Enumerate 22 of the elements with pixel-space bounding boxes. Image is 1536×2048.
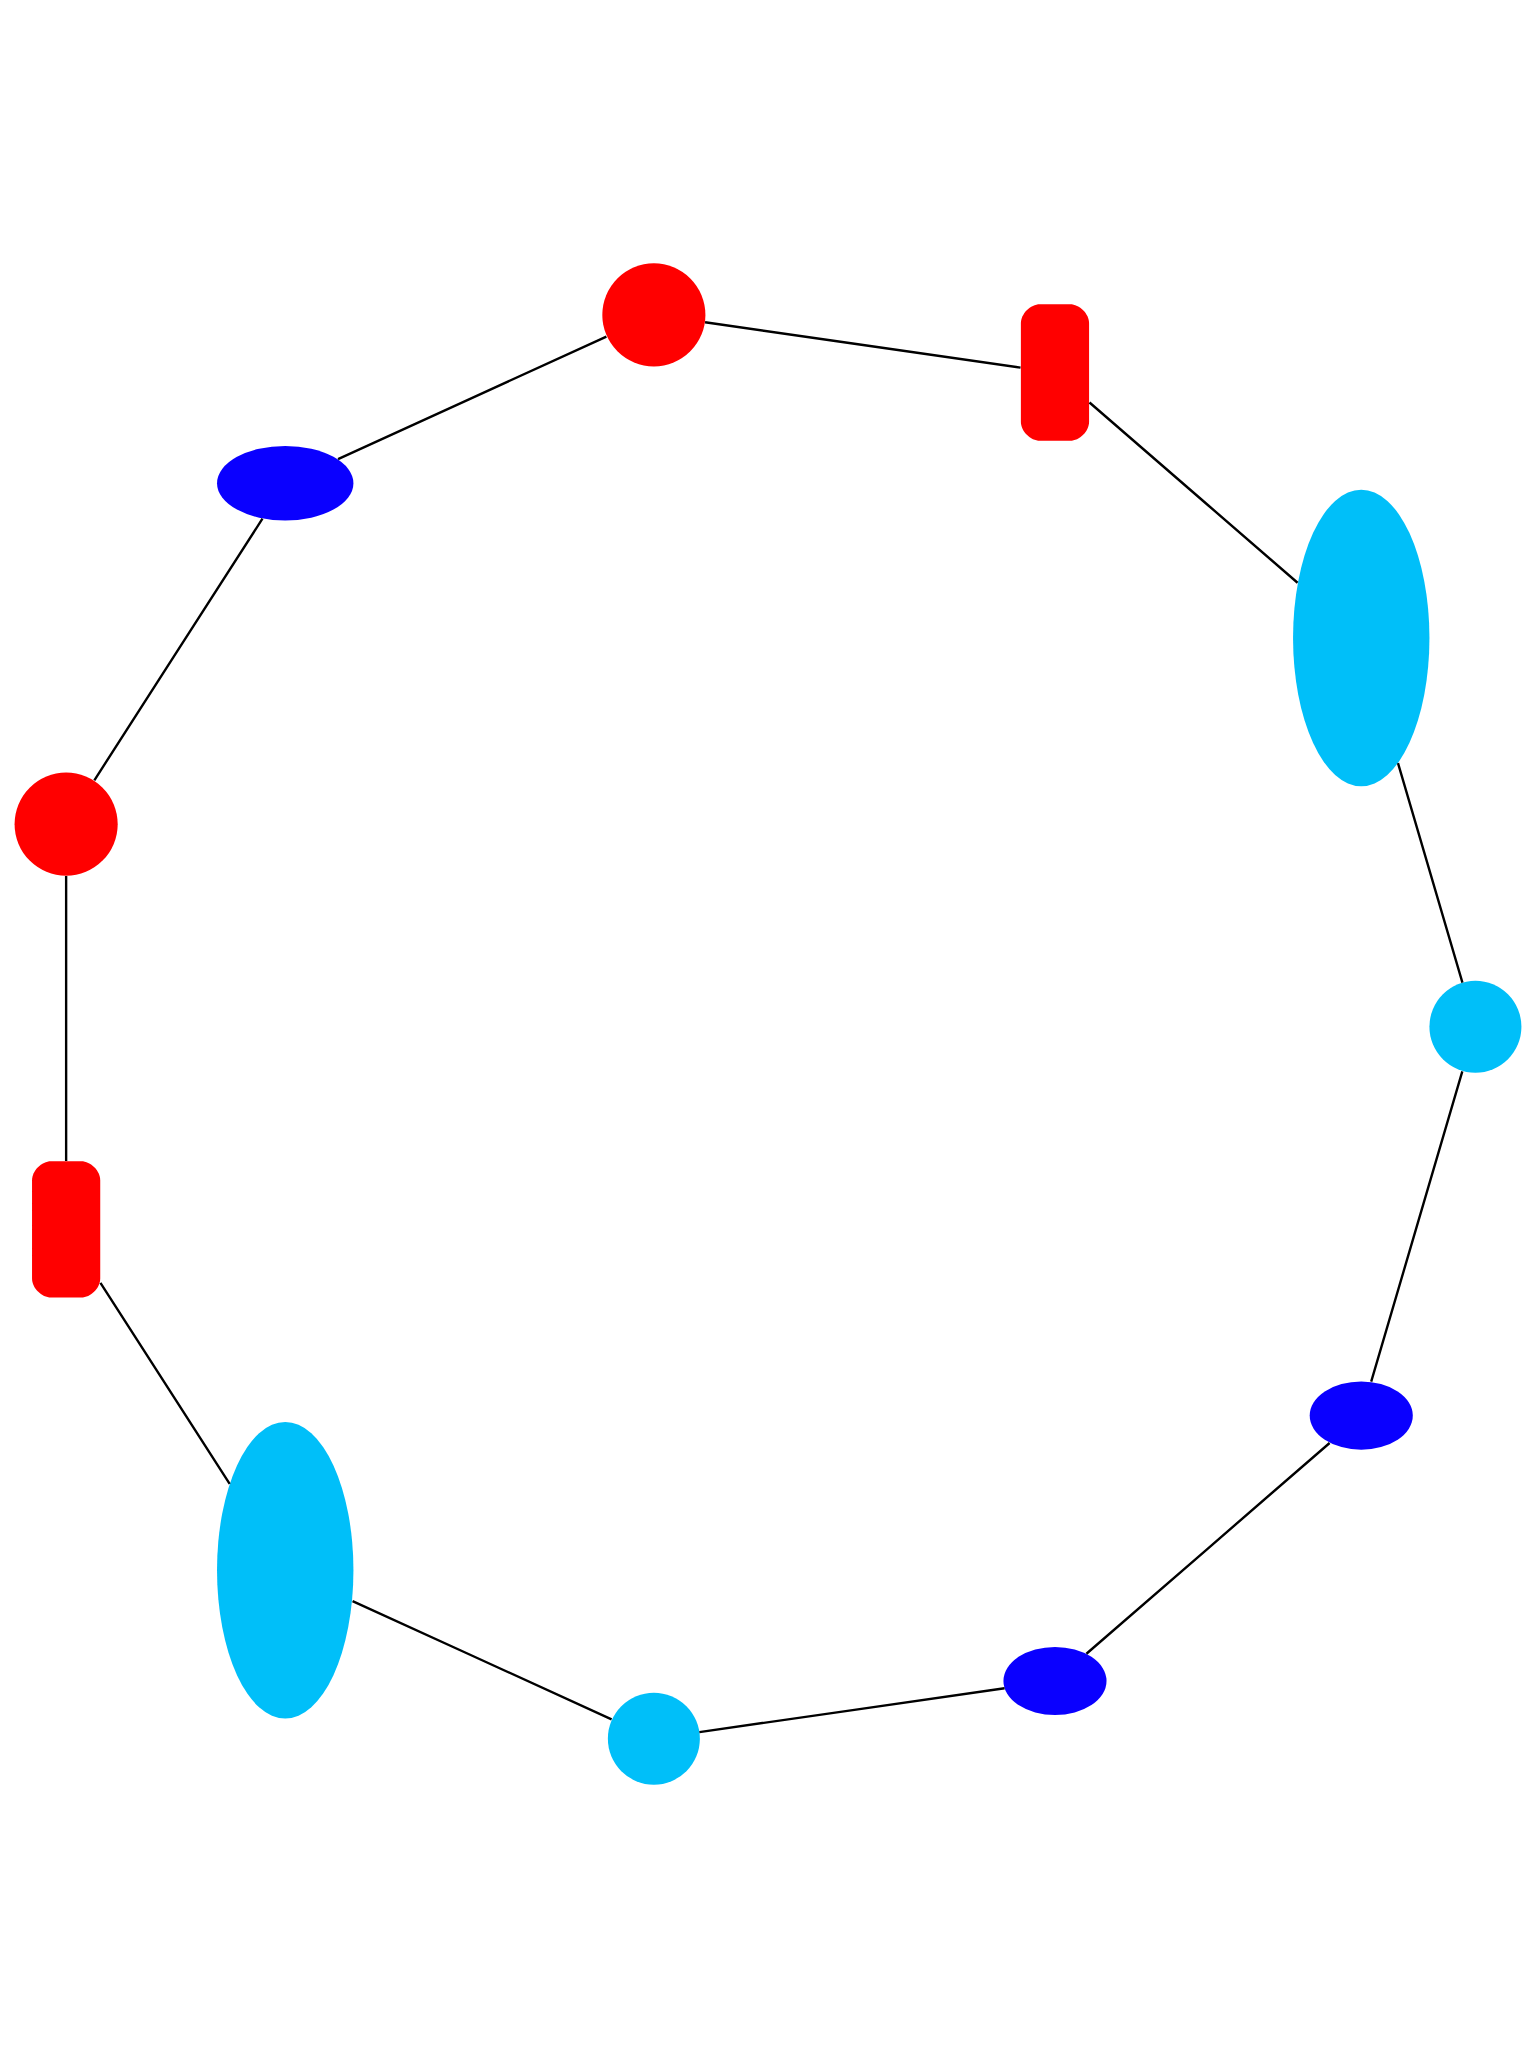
connector xyxy=(352,1599,613,1721)
connector xyxy=(337,335,607,461)
node-circle xyxy=(602,263,706,367)
node-circle xyxy=(1429,980,1522,1073)
connector xyxy=(93,518,264,781)
node-ellipse xyxy=(217,445,354,521)
node-ellipse xyxy=(217,1422,354,1719)
connector xyxy=(1085,1442,1331,1655)
node-ellipse xyxy=(1293,489,1430,787)
node-circle xyxy=(14,772,118,876)
node-bar xyxy=(1020,304,1090,441)
connector xyxy=(699,1687,1005,1734)
connector xyxy=(64,875,68,1162)
node-ellipse xyxy=(1309,1381,1413,1450)
node-ellipse xyxy=(1003,1646,1107,1716)
connector xyxy=(1088,401,1299,584)
node-bar xyxy=(32,1161,101,1298)
connector xyxy=(1396,762,1464,983)
connector xyxy=(704,321,1021,369)
connector xyxy=(1370,1071,1464,1383)
node-circle xyxy=(607,1692,700,1785)
connector xyxy=(99,1282,231,1485)
